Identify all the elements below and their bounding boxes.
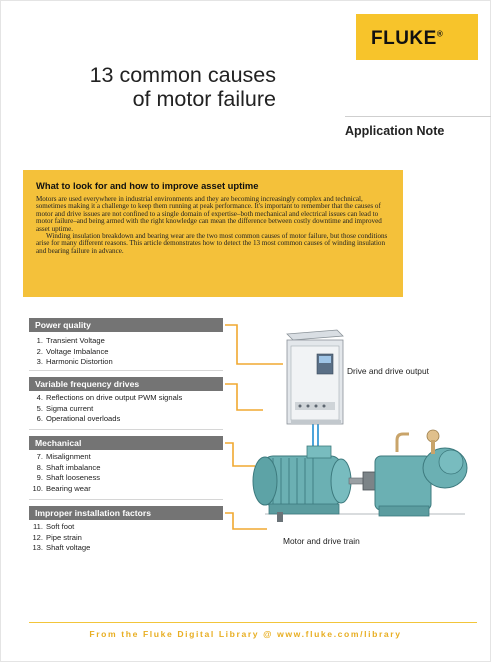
list-item: 2.Voltage Imbalance bbox=[36, 346, 109, 356]
section-header-mechanical: Mechanical bbox=[29, 436, 223, 450]
list-item: 5.Sigma current bbox=[36, 403, 94, 413]
fluke-logo-text: FLUKE® bbox=[371, 28, 444, 49]
list-item: 12.Pipe strain bbox=[32, 532, 82, 542]
section-divider bbox=[29, 499, 223, 500]
list-item: 1.Transient Voltage bbox=[36, 336, 105, 345]
list-item: 10.Bearing wear bbox=[32, 483, 91, 493]
list-item: 3.Harmonic Distortion bbox=[36, 357, 113, 366]
section-divider bbox=[29, 370, 223, 371]
list-item: 8.Shaft imbalance bbox=[36, 462, 101, 472]
gearbox bbox=[374, 429, 468, 517]
motor bbox=[252, 445, 352, 522]
motor-drive-train-label: Motor and drive train bbox=[283, 536, 360, 546]
footer-library-link[interactable]: From the Fluke Digital Library @ www.flu… bbox=[89, 629, 402, 639]
list-item: 9.Shaft looseness bbox=[36, 473, 101, 482]
title-divider bbox=[345, 116, 491, 117]
page-title-line-1: 13 common causes bbox=[89, 63, 276, 87]
coupling bbox=[362, 471, 376, 491]
page-title-line-2: of motor failure bbox=[132, 87, 276, 111]
vfd-list: 4.Reflections on drive output PWM signal… bbox=[29, 393, 229, 425]
list-item: 11.Soft foot bbox=[33, 522, 75, 531]
intro-paragraph-1: Motors are used everywhere in industrial… bbox=[36, 195, 382, 233]
list-item: 6.Operational overloads bbox=[36, 414, 121, 423]
drive-output-label: Drive and drive output bbox=[347, 366, 429, 376]
document-type: Application Note bbox=[345, 124, 445, 138]
connector-lines bbox=[225, 324, 283, 530]
installation-list: 11.Soft foot 12.Pipe strain 13.Shaft vol… bbox=[29, 522, 229, 554]
list-item: 4.Reflections on drive output PWM signal… bbox=[36, 393, 183, 402]
section-header-vfd: Variable frequency drives bbox=[29, 377, 223, 391]
footer-divider bbox=[29, 622, 477, 623]
power-quality-list: 1.Transient Voltage 2.Voltage Imbalance … bbox=[29, 336, 229, 368]
list-item: 13.Shaft voltage bbox=[32, 543, 91, 552]
fluke-logo bbox=[356, 14, 478, 60]
mechanical-list: 7.Misalignment 8.Shaft imbalance 9.Shaft… bbox=[29, 452, 229, 494]
intro-box: What to look for and how to improve asse… bbox=[23, 170, 403, 297]
section-header-installation: Improper installation factors bbox=[29, 506, 223, 520]
drive-cabinet bbox=[286, 329, 344, 425]
intro-paragraph-2: Winding insulation breakdown and bearing… bbox=[36, 232, 388, 255]
section-header-power-quality: Power quality bbox=[29, 318, 223, 332]
motor-drive-illustration bbox=[225, 324, 468, 530]
intro-heading: What to look for and how to improve asse… bbox=[36, 180, 259, 191]
section-divider bbox=[29, 429, 223, 430]
list-item: 7.Misalignment bbox=[36, 452, 91, 461]
